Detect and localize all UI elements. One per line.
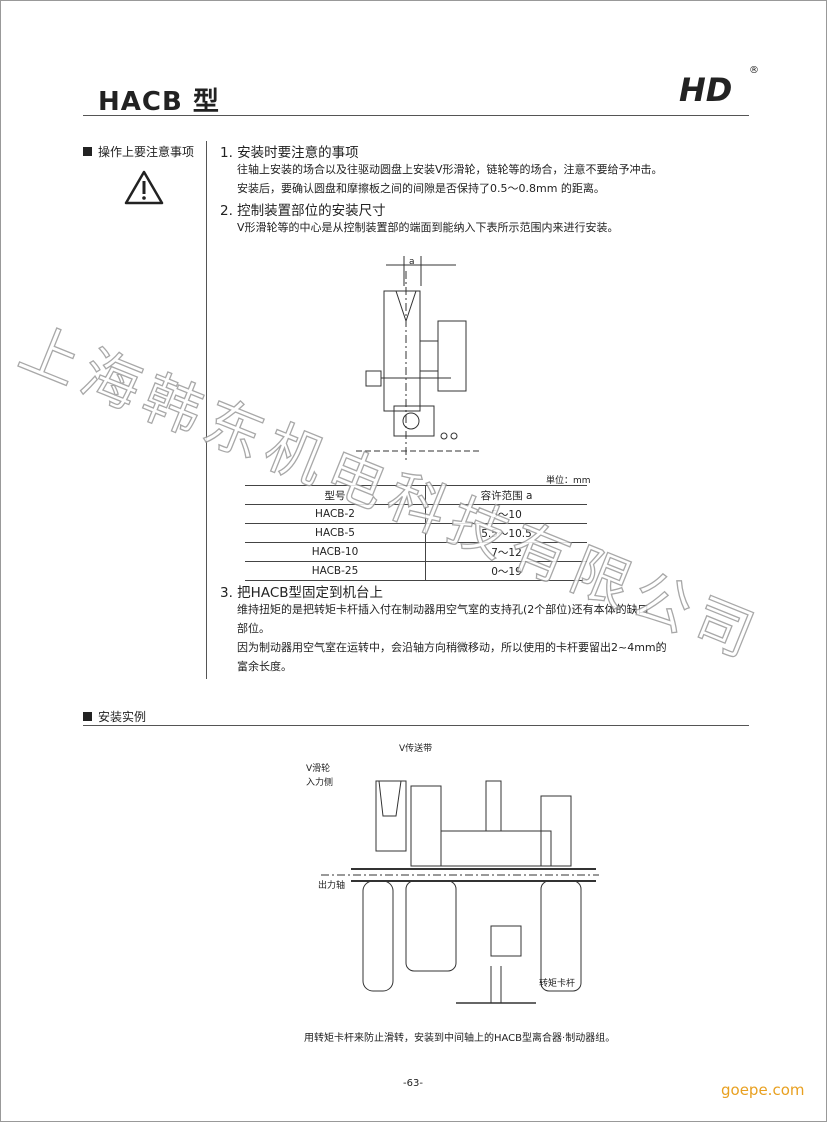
dimension-a-label: a xyxy=(409,257,415,267)
site-watermark: goepe.com xyxy=(721,1081,805,1099)
section-divider xyxy=(206,141,207,679)
table-header-row: 型号容许范围 a xyxy=(245,485,587,505)
hd-logo: HD xyxy=(677,71,747,109)
item3-text: 维持扭矩的是把转矩卡杆插入付在制动器用空气室的支持孔(2个部位)还有本体的缺口部… xyxy=(237,603,667,673)
callout-torque-lever: 转矩卡杆 xyxy=(539,979,576,989)
section-example-label: 安装实例 xyxy=(83,708,146,725)
section-caution-label: 操作上要注意事项 xyxy=(83,143,194,160)
installation-example-diagram: V传送带 V滑轮 入力侧 出力轴 转矩卡杆 xyxy=(301,741,601,1020)
figure-caption: 用转矩卡杆来防止滑转，安装到中间轴上的HACB型离合器·制动器组。 xyxy=(304,1033,616,1044)
page-title: HACB 型 xyxy=(98,87,220,117)
svg-text:HD: HD xyxy=(679,71,732,105)
registered-mark: ® xyxy=(749,65,759,76)
item3-heading: 3. 把HACB型固定到机台上 xyxy=(220,585,384,601)
callout-pulley: V滑轮 xyxy=(306,764,331,774)
page-number: -63- xyxy=(403,1078,423,1089)
header-rule xyxy=(83,115,749,116)
item2-heading: 2. 控制装置部位的安装尺寸 xyxy=(220,203,386,219)
item1-heading: 1. 安装时要注意的事项 xyxy=(220,145,359,161)
callout-input: 入力侧 xyxy=(306,778,334,788)
callout-belt: V传送带 xyxy=(399,744,433,754)
table-unit: 単位：mm xyxy=(546,476,591,486)
item2-text: V形滑轮等的中心是从控制装置部的端面到能纳入下表所示范围内来进行安装。 xyxy=(237,221,619,234)
item1-text: 往轴上安装的场合以及往驱动圆盘上安装V形滑轮，链轮等的场合，注意不要给予冲击。安… xyxy=(237,163,663,195)
mounting-dimension-diagram: a xyxy=(356,251,486,475)
callout-output-shaft: 出力轴 xyxy=(318,881,346,891)
warning-icon xyxy=(123,169,165,211)
section-rule xyxy=(83,725,749,726)
